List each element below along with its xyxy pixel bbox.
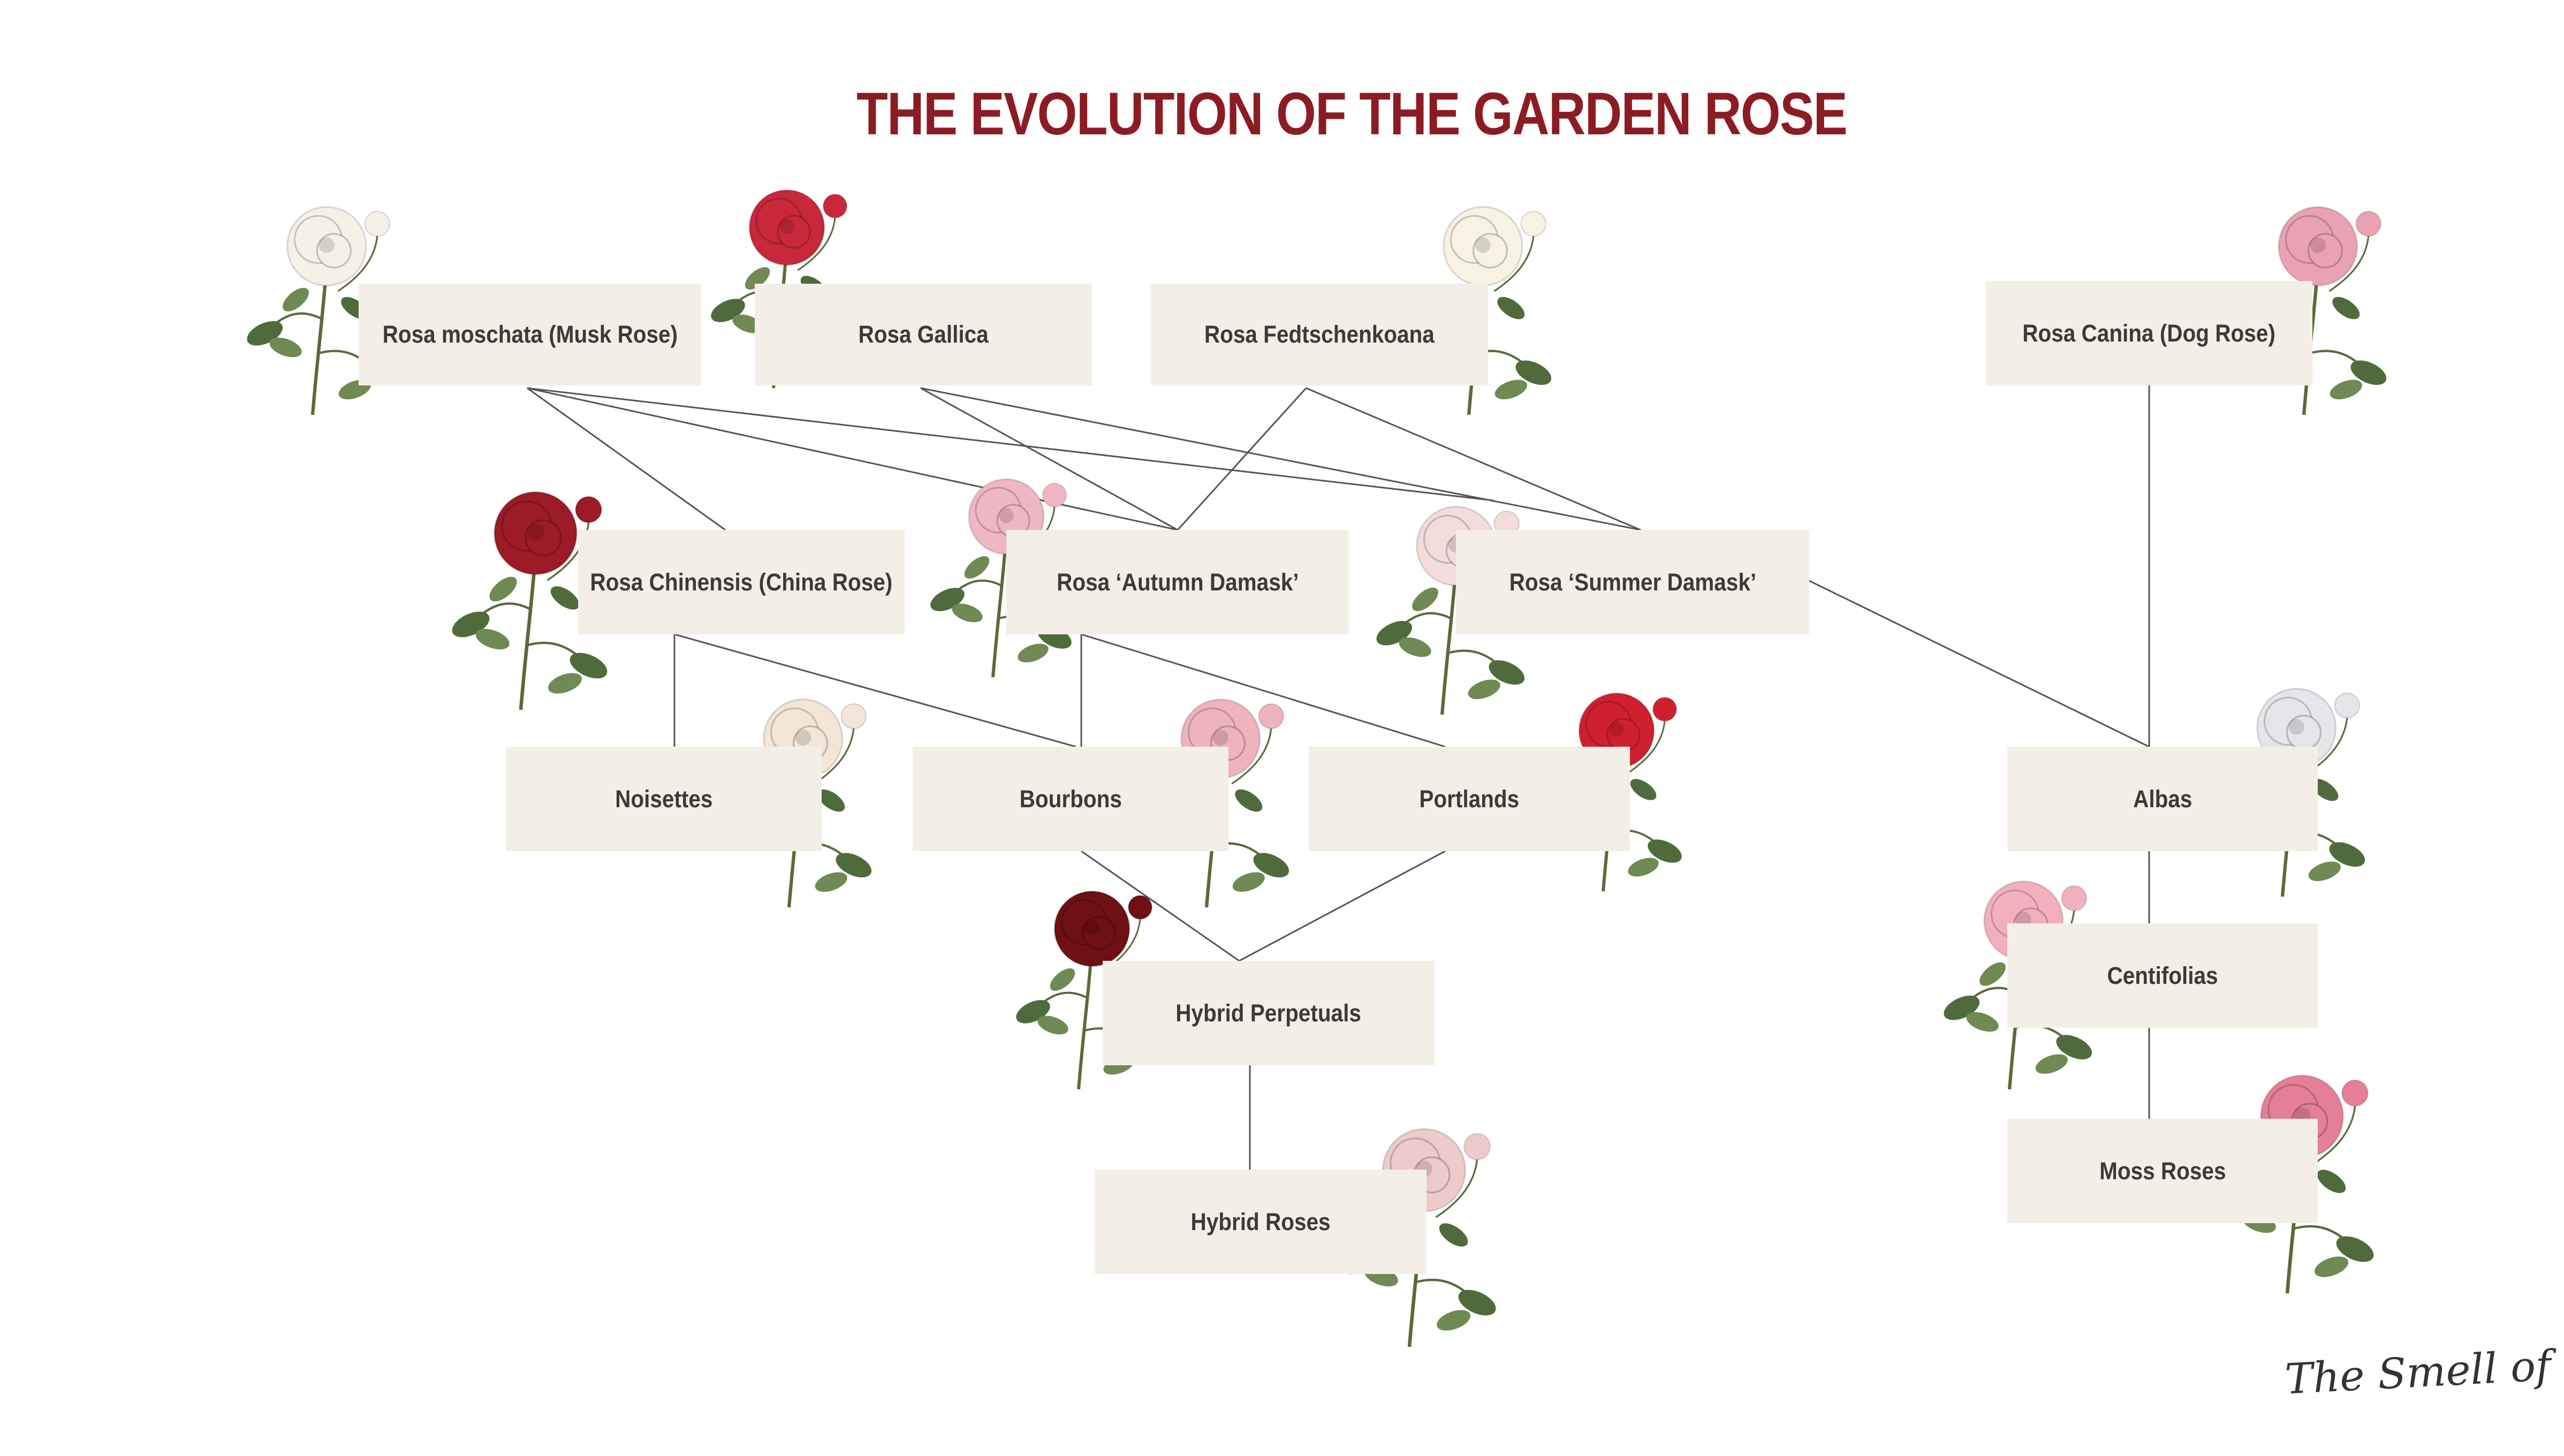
edge-chinensis-bourbons [674,633,1076,748]
edge-summer-damask-albas [1809,580,2150,748]
node-label: Noisettes [615,785,713,813]
node-label: Rosa Fedtschenkoana [1204,321,1435,348]
node-label: Albas [2133,785,2193,813]
edge-portlands-hybrid-perpetuals [1239,850,1446,962]
edge-autumn-damask-portlands [1081,633,1446,748]
node-label: Rosa Chinensis (China Rose) [590,568,893,596]
node-summer-damask: Rosa ‘Summer Damask’ [1456,530,1809,634]
node-centifolias: Centifolias [2007,923,2318,1028]
node-chinensis: Rosa Chinensis (China Rose) [578,530,905,634]
node-label: Portlands [1419,785,1520,813]
node-label: Centifolias [2107,961,2218,989]
node-label: Rosa ‘Autumn Damask’ [1056,568,1299,596]
node-hybrid-perpetuals: Hybrid Perpetuals [1103,961,1435,1065]
edge-moschata-autumn-damask [527,387,1178,531]
node-label: Rosa Canina (Dog Rose) [2022,319,2276,347]
node-label: Hybrid Perpetuals [1175,999,1362,1027]
rose-illustration-icon [438,462,633,718]
node-hybrid-roses: Hybrid Roses [1095,1170,1427,1274]
signature-logo: The Smell of Roses [2284,1334,2564,1404]
node-label: Moss Roses [2099,1157,2226,1185]
node-albas: Albas [2007,747,2318,851]
page-title: THE EVOLUTION OF THE GARDEN ROSE [856,80,1848,147]
edge-fedtschenkoana-autumn-damask [1177,387,1307,531]
node-label: Rosa moschata (Musk Rose) [382,321,678,348]
node-portlands: Portlands [1309,747,1630,851]
edge-bourbons-hybrid-perpetuals [1081,850,1240,962]
node-autumn-damask: Rosa ‘Autumn Damask’ [1006,530,1349,634]
node-noisettes: Noisettes [506,747,822,851]
node-label: Bourbons [1019,785,1122,813]
edge-fedtschenkoana-summer-damask [1306,387,1641,531]
node-canina: Rosa Canina (Dog Rose) [1986,281,2312,385]
node-bourbons: Bourbons [913,747,1228,851]
edge-gallica-autumn-damask [920,387,1178,531]
node-label: Rosa Gallica [858,321,989,348]
node-gallica: Rosa Gallica [755,284,1092,385]
rose-drawing-chinensis [452,490,607,710]
node-moschata: Rosa moschata (Musk Rose) [359,284,701,385]
edge-moschata-chinensis [527,387,726,531]
edge-moschata-summer-damask [527,387,1494,502]
edge-gallica-summer-damask [920,387,1641,531]
node-moss-roses: Moss Roses [2007,1119,2318,1223]
node-label: Rosa ‘Summer Damask’ [1509,568,1756,596]
node-fedtschenkoana: Rosa Fedtschenkoana [1151,284,1488,385]
node-label: Hybrid Roses [1190,1208,1331,1235]
